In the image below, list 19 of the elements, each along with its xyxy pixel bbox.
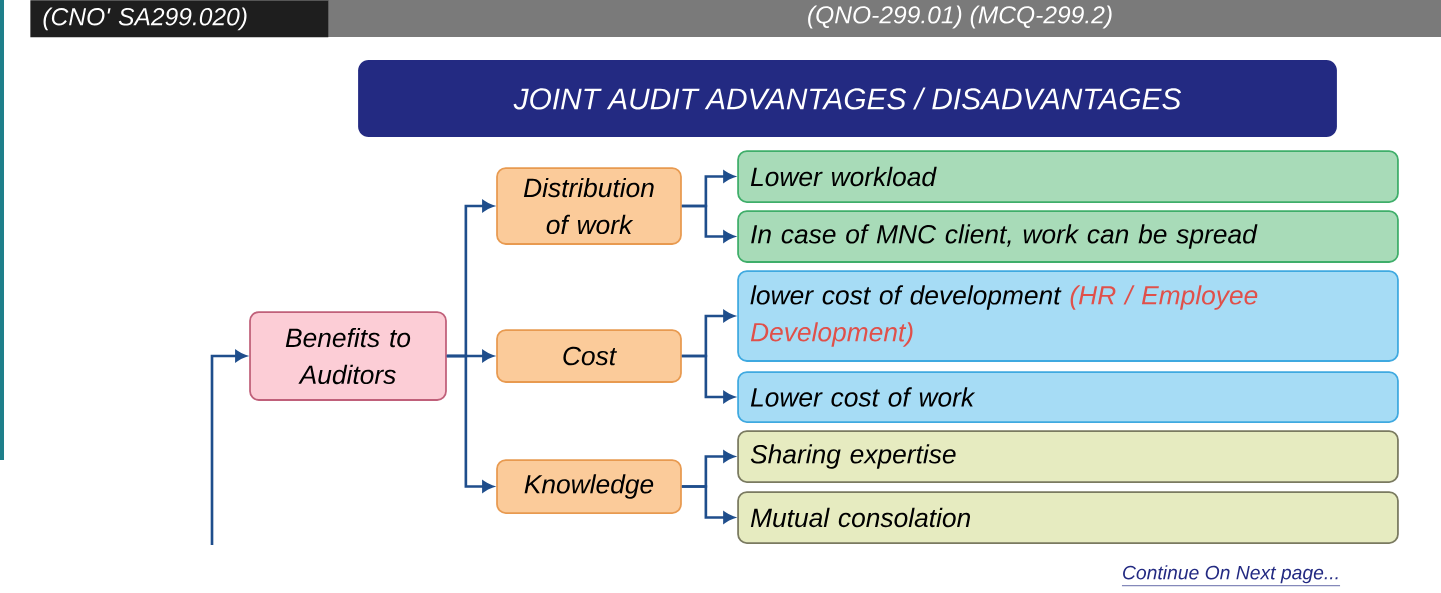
subcategory-box: Cost xyxy=(496,329,682,383)
arrow xyxy=(446,354,494,493)
point-box: lower cost of development (HR / Employee Development) xyxy=(737,270,1399,362)
point-box: Mutual consolation xyxy=(737,491,1399,544)
subcategory-box: Distribution of work xyxy=(496,167,682,245)
reference-code: (QNO-299.01) (MCQ-299.2) xyxy=(808,5,1112,29)
point-box: Lower workload xyxy=(737,150,1399,203)
reference-code: (CNO' SA299.020) xyxy=(30,0,329,38)
arrow xyxy=(681,354,735,403)
point-box: Sharing expertise xyxy=(737,430,1399,483)
category-box: Benefits to Auditors xyxy=(249,311,447,401)
continue-link: Continue On Next page... xyxy=(1121,565,1341,587)
title-banner: JOINT AUDIT ADVANTAGES / DISADVANTAGES xyxy=(358,60,1337,137)
point-box: Lower cost of work xyxy=(737,371,1399,423)
point-box: In case of MNC client, work can be spread xyxy=(737,210,1399,263)
subcategory-box: Knowledge xyxy=(496,459,682,514)
arrow xyxy=(210,350,247,545)
arrow xyxy=(681,204,735,243)
arrow xyxy=(681,485,735,524)
